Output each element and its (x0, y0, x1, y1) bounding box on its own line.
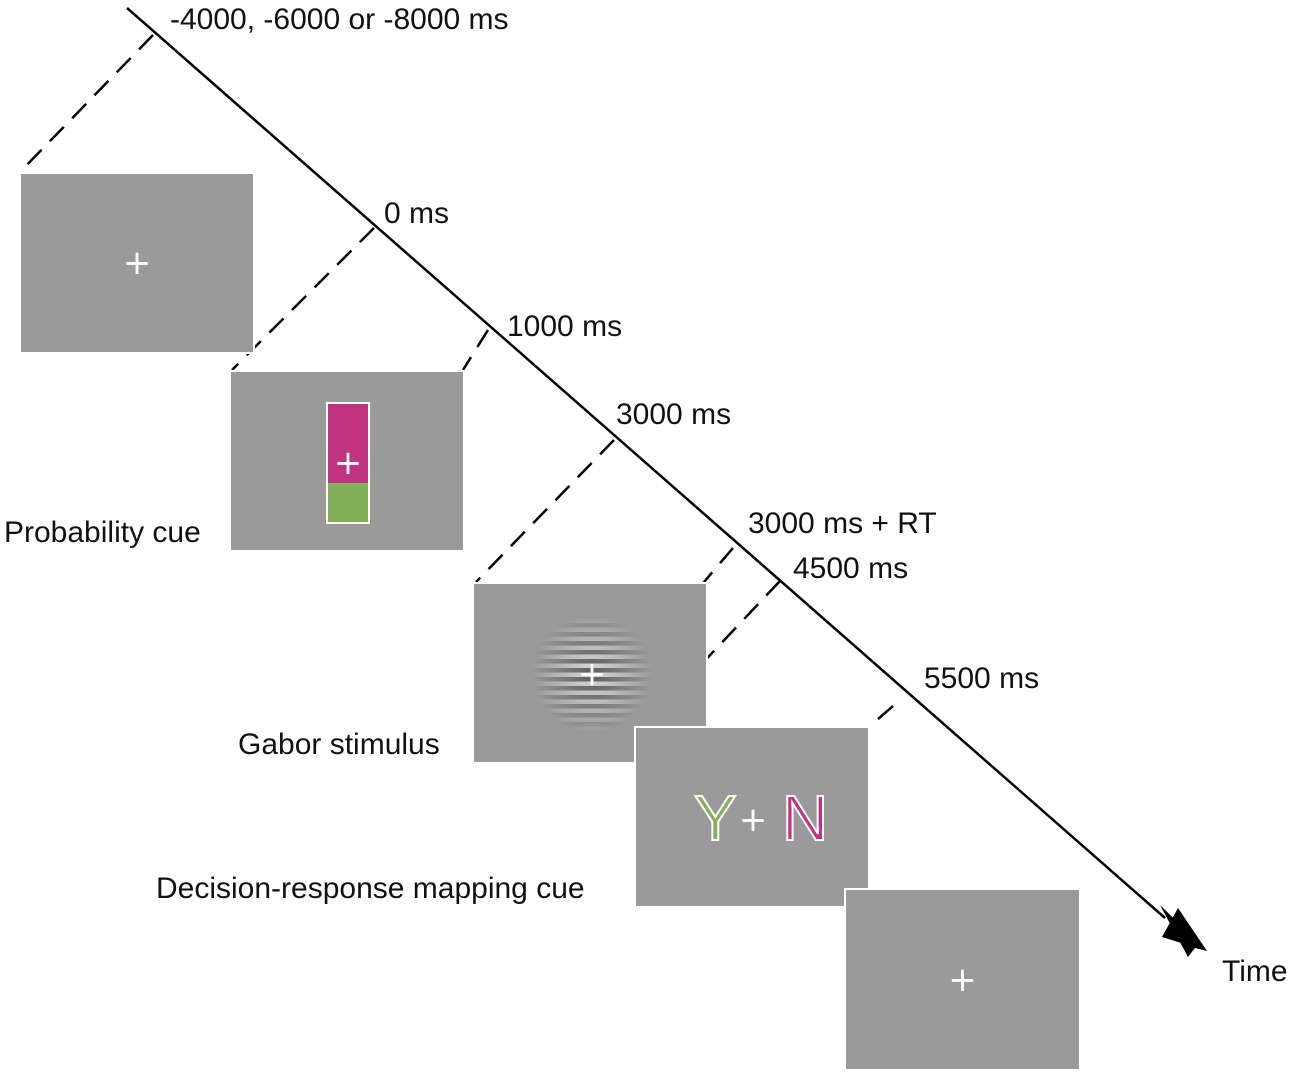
time-label-5500: 5500 ms (924, 662, 1040, 695)
probability-cue-screen: + (229, 370, 465, 552)
gabor-stimulus-label: Gabor stimulus (238, 728, 440, 761)
probability-cue-bar (326, 402, 370, 524)
mapping-cue-label: Decision-response mapping cue (156, 872, 585, 905)
gabor-screen: + (472, 582, 708, 764)
cue-green-segment (328, 482, 368, 522)
cue-magenta-segment (328, 404, 368, 483)
connector-5500 (869, 705, 894, 727)
time-label-3000: 3000 ms (616, 398, 732, 431)
time-label-0: 0 ms (384, 197, 450, 230)
fixation-cross: + (738, 800, 768, 840)
time-axis (126, 7, 1166, 919)
connector-3000rt (703, 547, 734, 583)
time-label-3000-rt: 3000 ms + RT (748, 507, 937, 540)
time-label-4500: 4500 ms (793, 552, 909, 585)
fixation-cross: + (333, 443, 363, 483)
fixation-cross: + (577, 654, 607, 694)
probability-cue-label: Probability cue (4, 516, 201, 549)
gabor-patch (532, 614, 652, 734)
fixation-screen-1: + (19, 172, 255, 354)
time-axis-arrowhead-body (1162, 908, 1207, 951)
letter-y: Y (693, 782, 738, 854)
time-label-pre: -4000, -6000 or -8000 ms (170, 3, 509, 36)
mapping-cue-screen: Y + N (634, 726, 870, 908)
connector-0 (231, 227, 375, 371)
letter-n: N (781, 782, 829, 854)
connector-1000 (461, 329, 490, 371)
connector-3000 (475, 439, 615, 583)
time-axis-label: Time (1222, 955, 1288, 988)
fixation-cross: + (948, 959, 977, 1000)
time-label-1000: 1000 ms (507, 310, 623, 343)
fixation-cross: + (122, 243, 152, 283)
fixation-screen-2: + (844, 888, 1081, 1071)
connector-pre (19, 34, 154, 173)
